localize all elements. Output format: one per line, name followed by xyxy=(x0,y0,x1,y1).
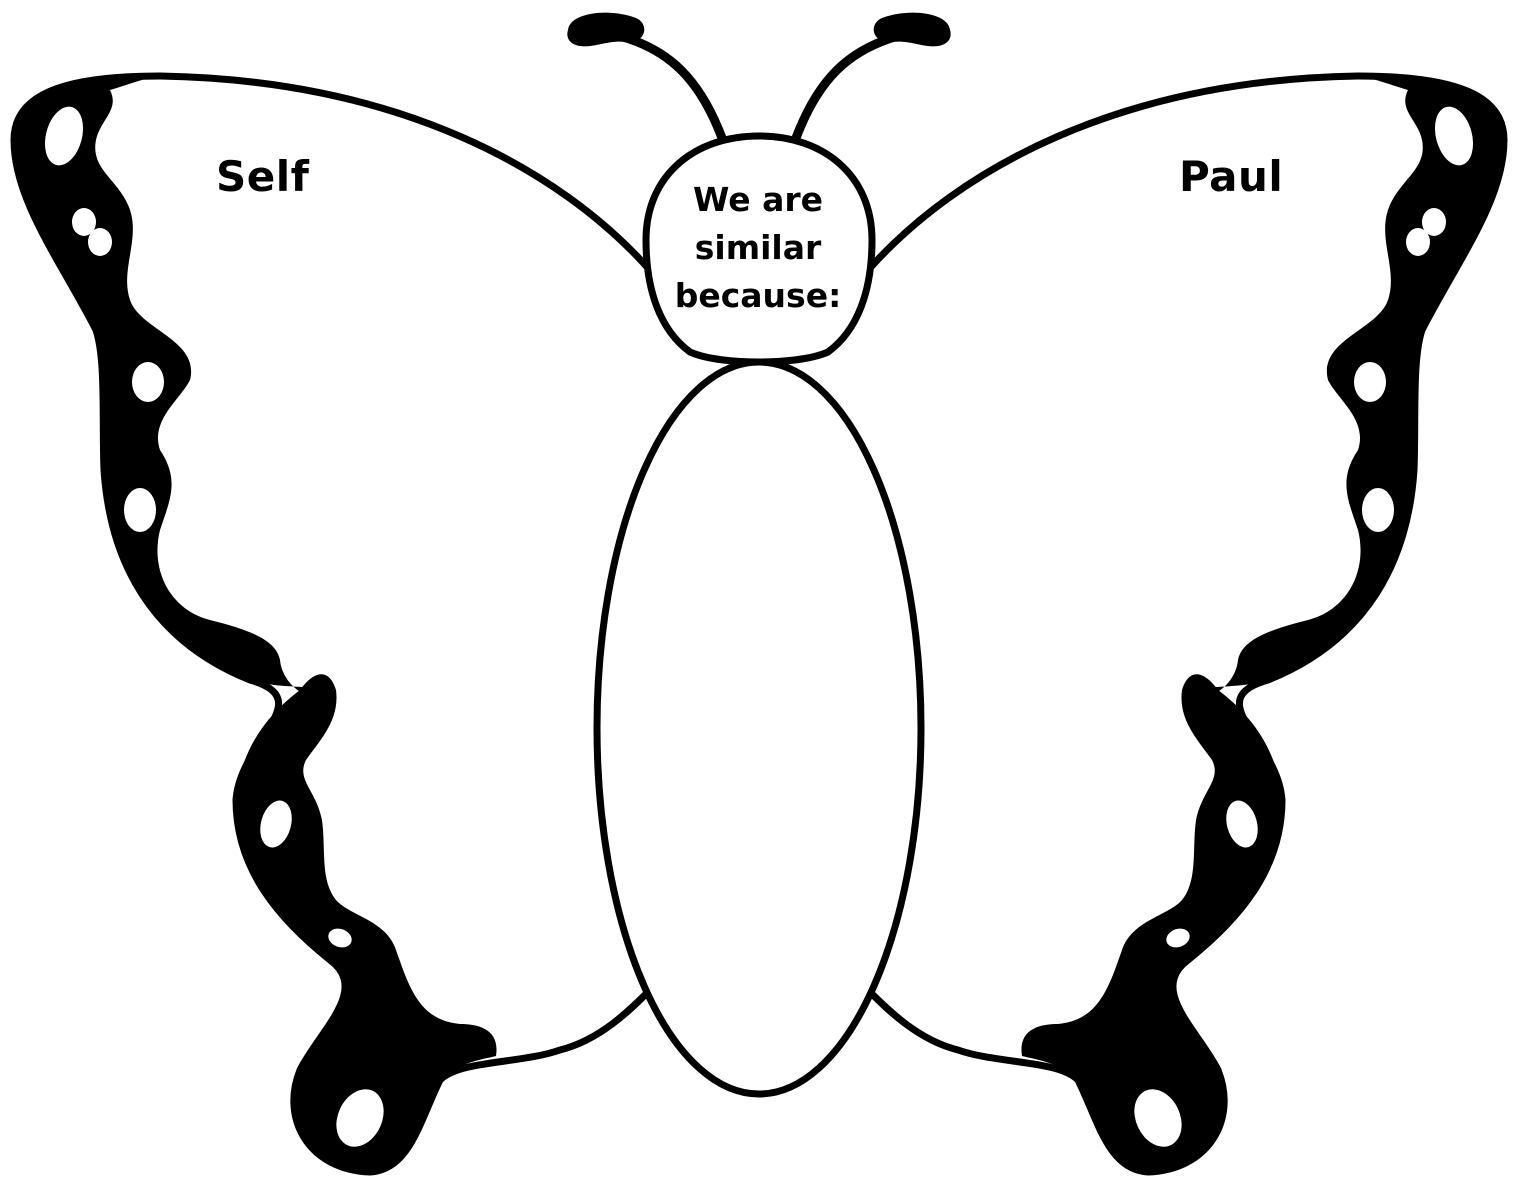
right-antenna xyxy=(796,36,898,138)
left-spot-4 xyxy=(132,362,164,402)
right-spot-4 xyxy=(1354,362,1386,402)
right-spot-9 xyxy=(1112,1090,1132,1118)
right-antenna-tip xyxy=(874,13,951,47)
left-spot-5 xyxy=(124,488,156,532)
right-spot-3 xyxy=(1406,228,1430,256)
left-antenna-tip xyxy=(567,13,644,47)
right-wing xyxy=(868,76,1504,1172)
left-wing-label: Self xyxy=(216,152,309,201)
right-spot-5 xyxy=(1362,488,1394,532)
left-spot-9 xyxy=(386,1090,406,1118)
body-abdomen xyxy=(597,362,921,1094)
left-antenna xyxy=(620,36,722,138)
left-wing xyxy=(14,76,650,1172)
head-label: We are similar because: xyxy=(668,176,848,320)
right-wing-label: Paul xyxy=(1179,152,1283,201)
antennae xyxy=(567,13,950,138)
left-spot-3 xyxy=(88,228,112,256)
